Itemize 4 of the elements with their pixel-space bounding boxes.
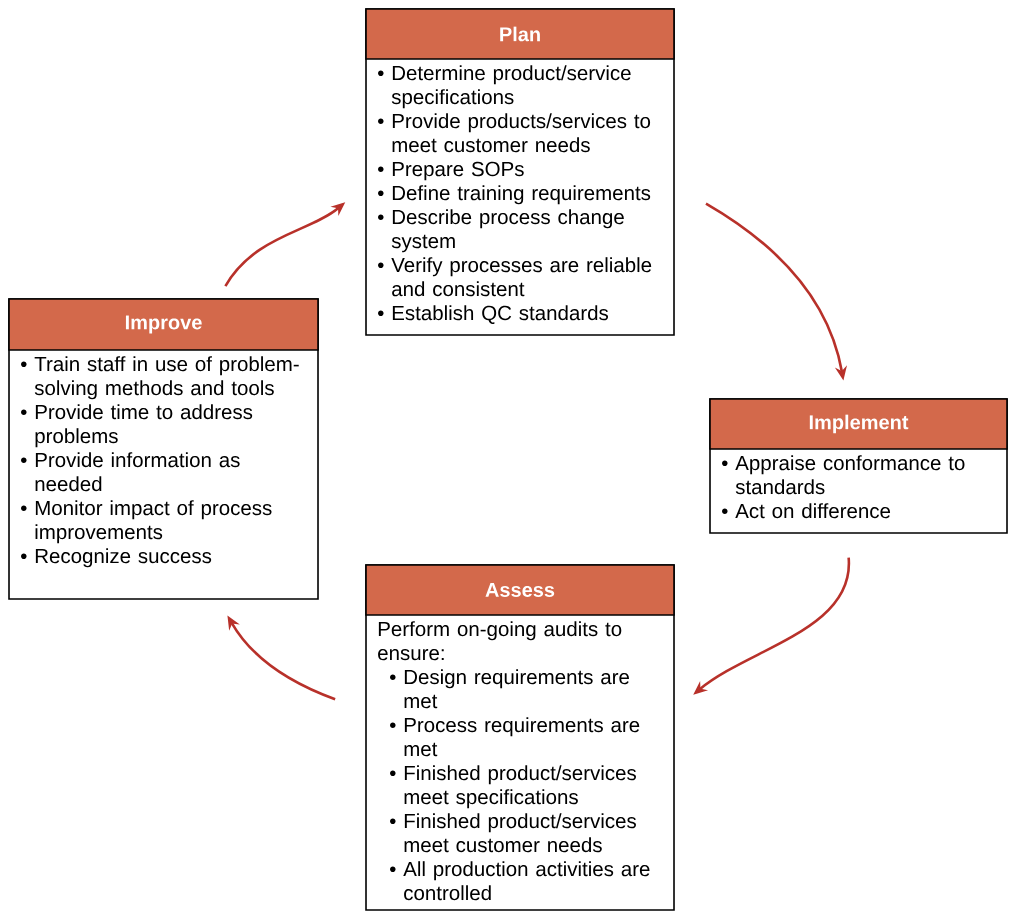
process-box: Plan • Determine product/service specifications • Provide products/services to meet customer needs • Prepare SOPs • Define training requirements • Describe process change system • Verify processes are reliable and consistent • Establish QC standards xyxy=(365,8,675,336)
process-box: Implement • Appraise conformance to standards • Act on difference xyxy=(709,398,1008,534)
process-box: Improve • Train staff in use of problem-solving methods and tools • Provide time to address problems • Provide information as needed • Monitor impact of process improvements • Recognize success xyxy=(8,298,319,600)
process-box: Assess Perform on-going audits to ensure: • Design requirements are met • Process requirements are met • Finished product/services meet specifications • Finished product/services meet customer needs • All production activities are controlled xyxy=(365,564,675,911)
